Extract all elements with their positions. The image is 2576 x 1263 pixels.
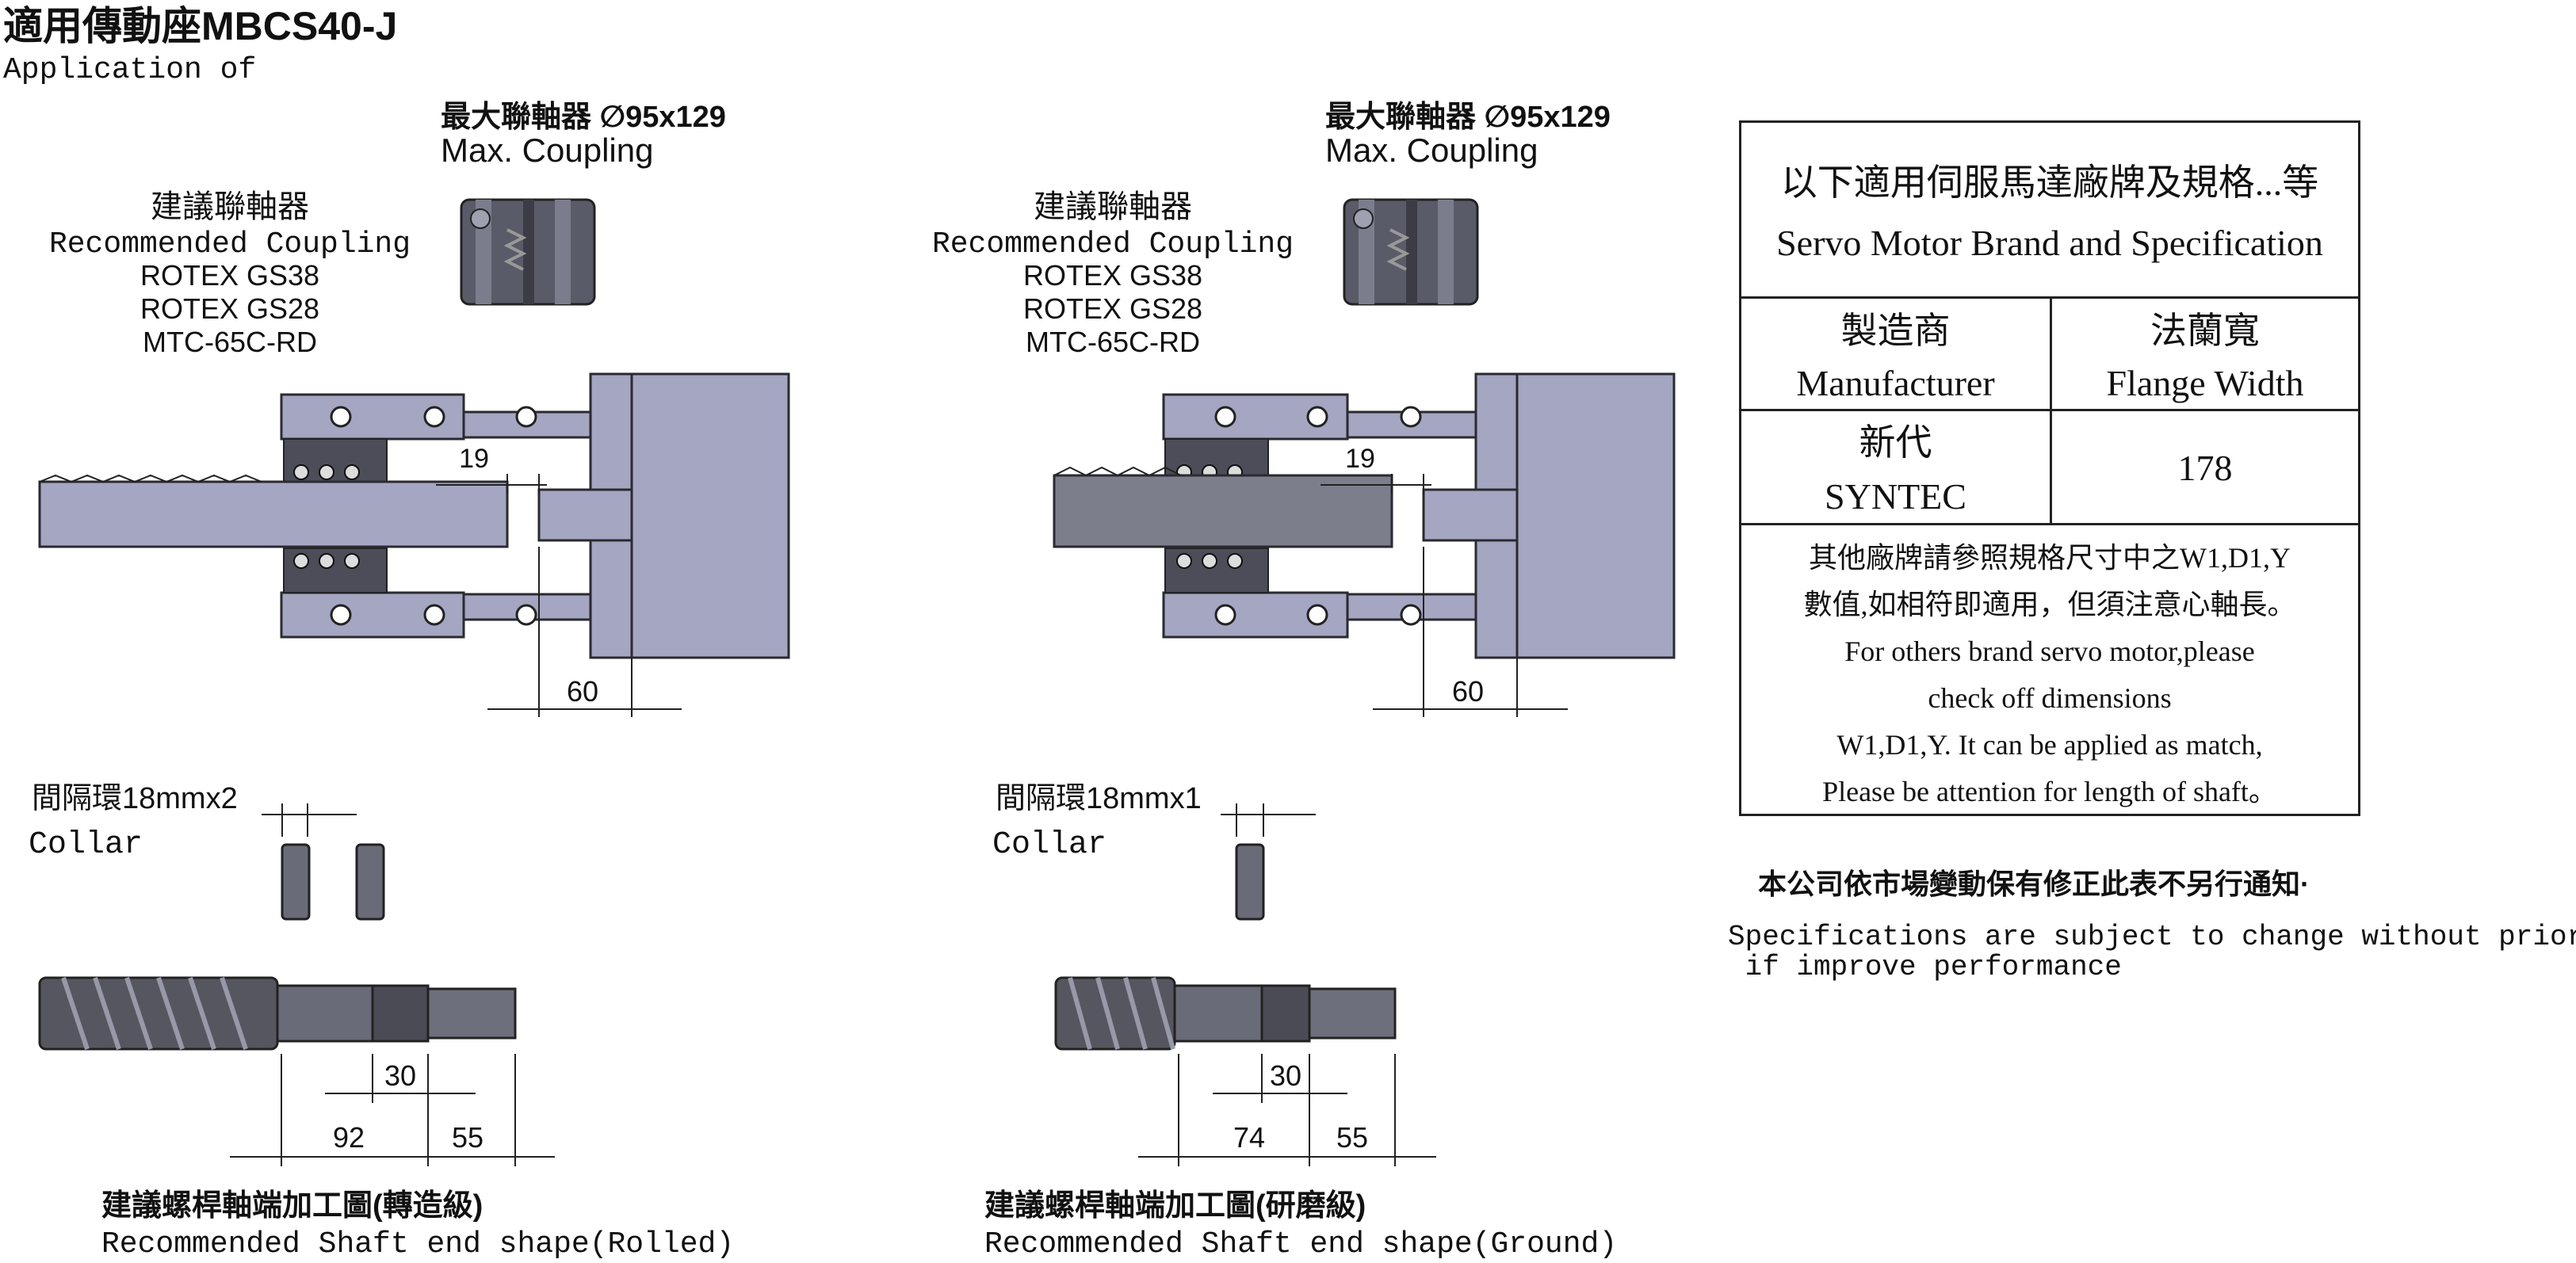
left-recommended-en: Recommended Coupling: [49, 227, 411, 261]
spec-brand-en: SYNTEC: [1825, 476, 1966, 517]
right-shaft-dim-55: 55: [1336, 1121, 1368, 1154]
spec-note-line-3: For others brand servo motor,please: [1844, 635, 2255, 667]
right-recommended-en: Recommended Coupling: [932, 227, 1294, 261]
page-subtitle: Application of: [3, 53, 256, 87]
right-coupling-image: [1343, 198, 1479, 306]
left-recommended-zh: 建議聯軸器: [151, 189, 309, 224]
left-caption-en: Recommended Shaft end shape(Rolled): [101, 1227, 734, 1259]
spec-col2-en: Flange Width: [2106, 363, 2304, 403]
left-dim-60-label: 60: [567, 675, 598, 708]
right-caption-en: Recommended Shaft end shape(Ground): [984, 1227, 1617, 1259]
left-screw-shaft: [38, 480, 509, 548]
spec-col-manufacturer: 製造商 Manufacturer: [1741, 299, 2052, 409]
left-max-coupling-en: Max. Coupling: [441, 132, 653, 169]
right-shaft-dim-30: 30: [1270, 1059, 1301, 1092]
spec-heading-zh: 以下適用伺服馬達廠牌及規格...等: [1780, 162, 2319, 203]
left-collar-en: Collar: [29, 827, 143, 863]
left-shaft-dim-30: 30: [384, 1059, 416, 1092]
right-collar-ring-1: [1235, 843, 1265, 921]
spec-brand-zh: 新代: [1859, 422, 1932, 463]
right-caption-zh: 建議螺桿軸端加工圖(研磨級): [984, 1189, 1366, 1223]
right-recommended-zh: 建議聯軸器: [1034, 189, 1192, 224]
right-coupling-3: MTC-65C-RD: [1026, 326, 1200, 358]
left-dim-gap-label: 19: [459, 444, 489, 474]
right-screw-shaft: [1053, 474, 1393, 548]
left-motor-shaft: [537, 488, 633, 542]
left-assembly: 最大聯軸器 ∅95x129 Max. Coupling 建議聯軸器 Recomm…: [29, 101, 790, 1261]
right-shaft-end-drawing: [1054, 976, 1397, 1051]
spec-note-line-5: W1,D1,Y. It can be applied as match,: [1836, 729, 2263, 761]
spec-flange-value: 178: [2177, 448, 2233, 488]
right-shaft-dim-74: 74: [1233, 1121, 1265, 1154]
left-coupling-image: [460, 198, 596, 306]
right-motor-shaft: [1422, 488, 1519, 542]
left-coupling-2: ROTEX GS28: [140, 292, 319, 325]
left-coupling-1: ROTEX GS38: [140, 259, 319, 292]
notice-en-line2: if improve performance: [1728, 951, 2122, 983]
right-coupling-2: ROTEX GS28: [1023, 292, 1202, 325]
notice-zh: 本公司依市場變動保有修正此表不另行通知·: [1758, 868, 2310, 900]
left-shaft-dim-55: 55: [452, 1121, 483, 1154]
spec-note-line-2: 數值,如相符即適用，但須注意心軸長。: [1803, 589, 2296, 620]
spec-brand-cell: 新代 SYNTEC: [1741, 411, 2052, 523]
spec-note: 其他廠牌請參照規格尺寸中之W1,D1,Y 數值,如相符即適用，但須注意心軸長。 …: [1741, 535, 2358, 815]
left-collar-ring-2: [355, 843, 385, 921]
spec-flange-cell: 178: [2052, 411, 2358, 523]
right-assembly: 最大聯軸器 ∅95x129 Max. Coupling 建議聯軸器 Recomm…: [932, 101, 1676, 1261]
notice-en-line1: Specifications are subject to change wit…: [1728, 921, 2576, 953]
left-collar-ring-1: [281, 843, 311, 921]
spec-note-line-4: check off dimensions: [1928, 682, 2172, 714]
right-collar-zh: 間隔環18mmx1: [996, 782, 1202, 815]
right-collar-en: Collar: [992, 827, 1106, 863]
right-housing: [1162, 372, 1676, 659]
spec-heading-en: Servo Motor Brand and Specification: [1776, 223, 2323, 263]
right-max-coupling-zh: 最大聯軸器 ∅95x129: [1325, 101, 1611, 134]
spec-table-heading: 以下適用伺服馬達廠牌及規格...等 Servo Motor Brand and …: [1741, 123, 2358, 299]
left-coupling-3: MTC-65C-RD: [143, 326, 317, 358]
left-shaft-end-drawing: [38, 976, 517, 1051]
left-collar-zh: 間隔環18mmx2: [32, 782, 238, 815]
spec-col2-zh: 法蘭寬: [2150, 311, 2260, 351]
right-dim-gap-label: 19: [1345, 444, 1375, 474]
spec-col-flange-width: 法蘭寬 Flange Width: [2052, 299, 2358, 409]
spec-col1-en: Manufacturer: [1796, 363, 1995, 403]
servo-spec-table: 以下適用伺服馬達廠牌及規格...等 Servo Motor Brand and …: [1739, 120, 2360, 816]
right-thread-top: [1053, 466, 1182, 477]
left-housing: [280, 372, 790, 659]
left-thread-top: [39, 474, 262, 483]
right-dim-60-label: 60: [1452, 675, 1484, 708]
right-max-coupling-en: Max. Coupling: [1325, 132, 1538, 169]
spec-col1-zh: 製造商: [1840, 311, 1951, 351]
right-coupling-1: ROTEX GS38: [1023, 259, 1202, 292]
left-max-coupling-zh: 最大聯軸器 ∅95x129: [441, 101, 726, 134]
left-shaft-dim-92: 92: [333, 1121, 365, 1154]
spec-note-line-6: Please be attention for length of shaft。: [1822, 776, 2277, 807]
spec-table-data-row: 新代 SYNTEC 178: [1741, 411, 2358, 525]
spec-note-line-1: 其他廠牌請參照規格尺寸中之W1,D1,Y: [1809, 542, 2291, 574]
page-title: 適用傳動座MBCS40-J: [3, 4, 397, 48]
left-caption-zh: 建議螺桿軸端加工圖(轉造級): [101, 1189, 483, 1223]
spec-table-header-row: 製造商 Manufacturer 法蘭寬 Flange Width: [1741, 299, 2358, 411]
